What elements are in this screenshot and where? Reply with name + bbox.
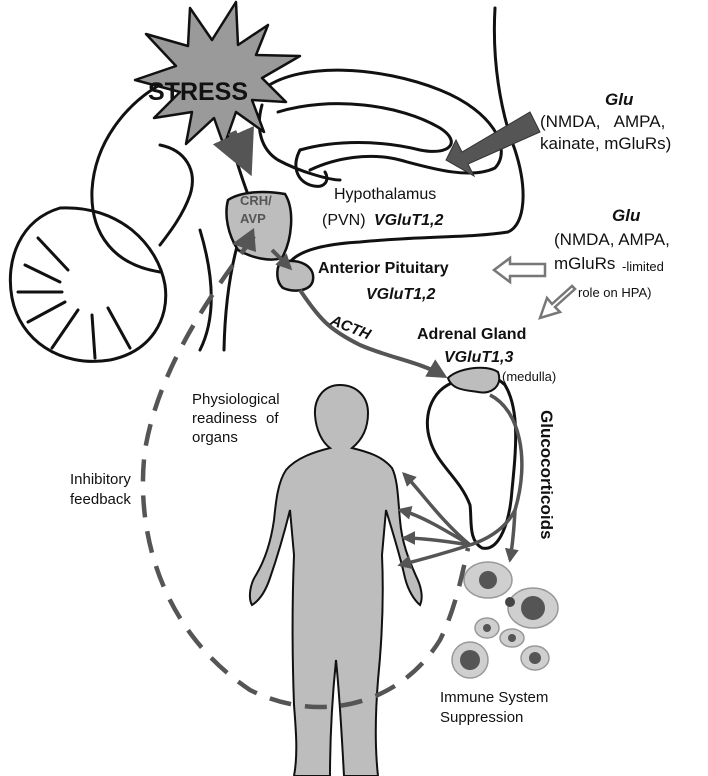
glu-top-title: Glu	[605, 90, 634, 109]
vglut-adrenal: VGluT1,3	[444, 349, 514, 366]
physiological-line3: of	[266, 410, 279, 427]
glu-mid-line3: role on HPA)	[578, 285, 652, 300]
immune-line2: Suppression	[440, 709, 524, 726]
vglut-hypothalamus: VGluT1,2	[374, 212, 444, 229]
vglut-pituitary: VGluT1,2	[366, 286, 436, 303]
hypo-to-pit-arrow	[270, 248, 293, 271]
stress-to-hypothalamus-arrow	[212, 125, 254, 177]
medulla-label: (medulla)	[502, 369, 557, 384]
glucocorticoid-arrows	[397, 393, 524, 570]
inhibitory-feedback-line	[140, 234, 471, 710]
glu-top-arrow	[445, 111, 541, 178]
feedback-arrowhead	[232, 228, 256, 252]
immune-cells	[451, 561, 559, 679]
adrenal-medulla	[446, 366, 501, 394]
adrenal-gland-label: Adrenal Gland	[417, 326, 527, 343]
glu-mid-line1: (NMDA, AMPA,	[554, 230, 670, 249]
glu-mid-line2a: mGluRs	[554, 254, 616, 273]
glucocorticoids-label: Glucocorticoids	[537, 410, 556, 540]
glu-mid-title: Glu	[612, 206, 641, 225]
crh-label: CRH/	[240, 193, 272, 208]
immune-line1: Immune System	[440, 689, 549, 706]
physiological-line1: Physiological	[192, 391, 280, 408]
brain-outline	[8, 6, 525, 363]
glu-mid-line2b: -limited	[622, 259, 664, 274]
acth-arrow	[298, 288, 448, 379]
anterior-pituitary-label: Anterior Pituitary	[318, 260, 449, 277]
glu-top-line2: kainate, mGluRs)	[540, 134, 672, 153]
glu-hollow-arrows	[491, 255, 577, 320]
stress-burst	[133, 0, 302, 148]
kidney-outline	[425, 375, 518, 550]
stress-label: STRESS	[148, 78, 249, 106]
pituitary-gland	[276, 259, 315, 292]
inhibitory-line1: Inhibitory	[70, 471, 131, 488]
physiological-line2: readiness	[192, 410, 258, 427]
glu-top-line1: (NMDA, AMPA,	[540, 112, 666, 131]
inhibitory-line2: feedback	[70, 491, 131, 508]
pvn-label: (PVN)	[322, 212, 366, 229]
avp-label: AVP	[240, 211, 266, 226]
physiological-line4: organs	[192, 429, 238, 446]
human-body	[248, 383, 423, 776]
hypothalamus-label: Hypothalamus	[334, 186, 437, 203]
